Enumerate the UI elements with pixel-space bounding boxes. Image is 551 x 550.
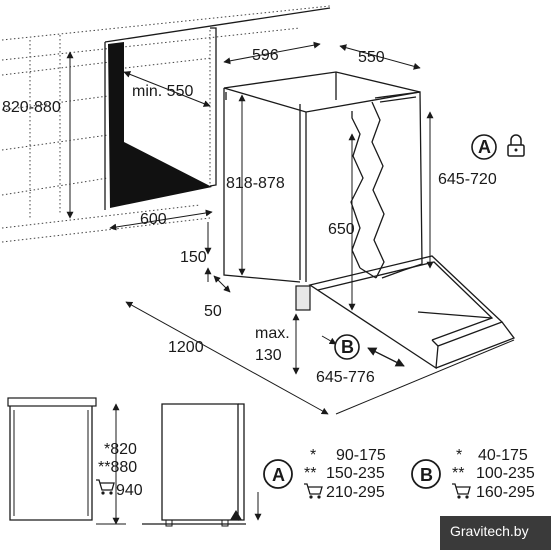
- dim-max-value: 130: [255, 347, 282, 364]
- dim-door-depth: 645-776: [316, 369, 375, 386]
- svg-text:A: A: [478, 137, 491, 157]
- dim-max-label: max.: [255, 325, 290, 342]
- table-a-key-row2: **: [304, 465, 316, 482]
- table-b-key-row2: **: [452, 465, 464, 482]
- table-b-value-row3: 160-295: [476, 484, 535, 501]
- dim-depth: 550: [358, 49, 385, 66]
- dim-plinth-150: 150: [180, 249, 207, 266]
- dim-plinth-50: 50: [204, 303, 222, 320]
- table-b-value-row2: 100-235: [476, 465, 535, 482]
- table-height-row3: 940: [116, 482, 143, 499]
- dim-width: 596: [252, 47, 279, 64]
- table-b-key-row1: *: [456, 447, 462, 464]
- marker-a: A: [471, 134, 497, 160]
- svg-text:A: A: [272, 465, 285, 485]
- shopping-cart-icon: [95, 479, 115, 496]
- dimension-lines: [66, 41, 515, 415]
- dim-min-depth: min. 550: [132, 83, 193, 100]
- dim-tub-height: 650: [328, 221, 355, 238]
- table-a-key-row1: *: [310, 447, 316, 464]
- side-view-drawing: [7, 397, 262, 527]
- watermark: Gravitech.by: [450, 523, 529, 539]
- niche-side-wall: [108, 42, 212, 208]
- svg-text:B: B: [420, 465, 433, 485]
- table-a-value-row2: 150-235: [326, 465, 385, 482]
- table-height-row1: *820: [104, 441, 137, 458]
- lock-icon: [507, 134, 525, 157]
- kitchen-niche: [1, 5, 331, 243]
- shopping-cart-icon: [303, 483, 323, 500]
- dim-niche-height: 820-880: [2, 99, 61, 116]
- table-marker-a: A: [263, 459, 293, 489]
- table-height-row2: **880: [98, 459, 137, 476]
- table-a-value-row3: 210-295: [326, 484, 385, 501]
- dim-niche-base: 600: [140, 211, 167, 228]
- svg-text:B: B: [341, 337, 354, 357]
- open-door: [308, 255, 516, 370]
- table-b-value-row1: 40-175: [478, 447, 528, 464]
- table-a-value-row1: 90-175: [336, 447, 386, 464]
- dim-open-door: 1200: [168, 339, 204, 356]
- marker-b: B: [334, 334, 360, 360]
- table-marker-b: B: [411, 459, 441, 489]
- shopping-cart-icon: [451, 483, 471, 500]
- dim-door-height: 645-720: [438, 171, 497, 188]
- watermark-bg: [440, 516, 551, 550]
- dim-appliance-height: 818-878: [226, 175, 285, 192]
